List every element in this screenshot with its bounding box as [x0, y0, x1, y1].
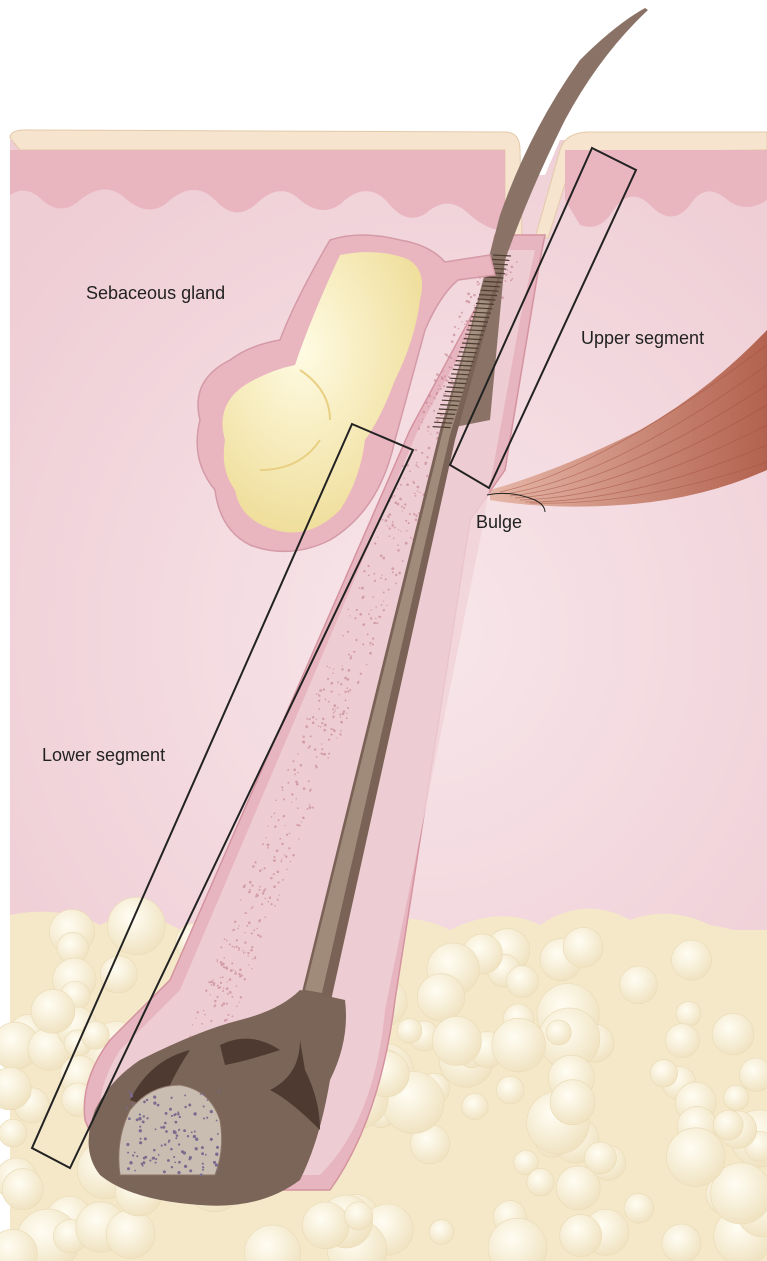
fat-cell: [432, 1016, 481, 1065]
fat-cell: [550, 1080, 595, 1125]
fat-cell: [429, 1220, 454, 1245]
fat-cell: [0, 1119, 27, 1147]
fat-cell: [667, 1128, 726, 1187]
fat-cell: [676, 1001, 701, 1026]
fat-cell: [563, 927, 603, 967]
fat-cell: [492, 1018, 546, 1072]
fat-cell: [302, 1202, 349, 1249]
fat-cell: [397, 1018, 422, 1043]
fat-cell: [713, 1110, 743, 1140]
fat-cell: [712, 1013, 754, 1055]
fat-cell: [31, 989, 75, 1033]
fat-cell: [724, 1085, 749, 1110]
fat-cell: [345, 1202, 373, 1230]
fat-cell: [417, 974, 464, 1021]
fat-cell: [671, 940, 711, 980]
fat-cell: [620, 966, 658, 1004]
fat-cell: [665, 1024, 699, 1058]
fat-cell: [546, 1020, 571, 1045]
lower-segment-label: Lower segment: [42, 745, 165, 766]
fat-cell: [462, 1094, 488, 1120]
upper-segment-label: Upper segment: [581, 328, 704, 349]
fat-cell: [106, 1210, 155, 1259]
fat-cell: [650, 1060, 677, 1087]
fat-cell: [506, 966, 538, 998]
bulge-label: Bulge: [476, 512, 522, 533]
fat-cell: [100, 956, 137, 993]
fat-cell: [2, 1169, 43, 1210]
fat-cell: [624, 1193, 654, 1223]
fat-cell: [527, 1169, 554, 1196]
fat-cell: [496, 1076, 524, 1104]
sebaceous-gland-label: Sebaceous gland: [86, 283, 225, 304]
fat-cell: [585, 1142, 617, 1174]
fat-cell: [662, 1224, 701, 1261]
fat-cell: [560, 1215, 602, 1257]
fat-cell: [108, 897, 166, 955]
